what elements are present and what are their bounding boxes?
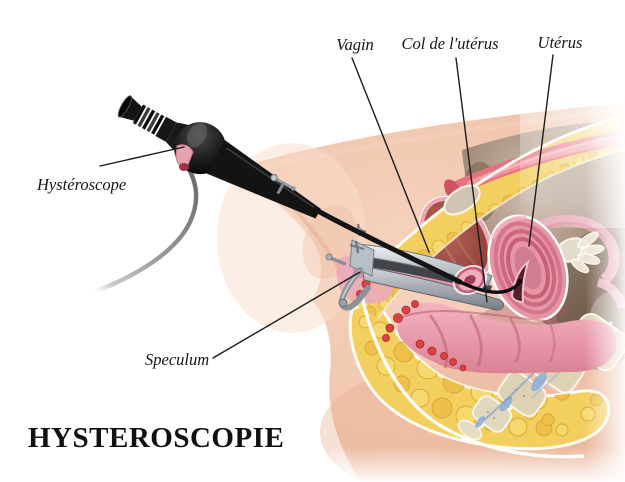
edge-fades [330,88,625,482]
device-cone [206,140,321,219]
leader-uterus [528,54,554,247]
label-uterus: Utérus [538,33,583,52]
light-cable [91,159,199,295]
hysteroscope-shaft [315,208,522,294]
hysteroscope-tip [518,279,522,283]
coccyx [457,419,483,441]
speculum-screw-mid [349,240,365,254]
hemorrhoidal-plexus [382,300,467,372]
speculum-hinge [349,239,375,277]
label-speculum: Speculum [145,350,209,369]
label-col-de-l-uterus: Col de l'utérus [401,34,498,53]
eyepiece-ribs [132,104,177,142]
label-hysteroscope: Hystéroscope [36,175,126,194]
speculum-lower-blade [361,265,504,311]
rectum [382,300,617,374]
speculum-handle-knob [338,298,348,308]
stopcock [270,174,296,195]
leader-hysteroscope [99,146,185,167]
figure-title: HYSTEROSCOPIE [28,422,284,454]
leader-vagin [351,57,430,253]
leader-lines [99,54,554,359]
hysteroscope-device [91,95,321,295]
label-vagin: Vagin [336,35,374,54]
pubic-bone [443,184,481,216]
leader-speculum [212,271,361,359]
cervix [452,265,488,295]
speculum-side-knob [329,256,347,266]
leader-col-uterus [455,57,488,303]
